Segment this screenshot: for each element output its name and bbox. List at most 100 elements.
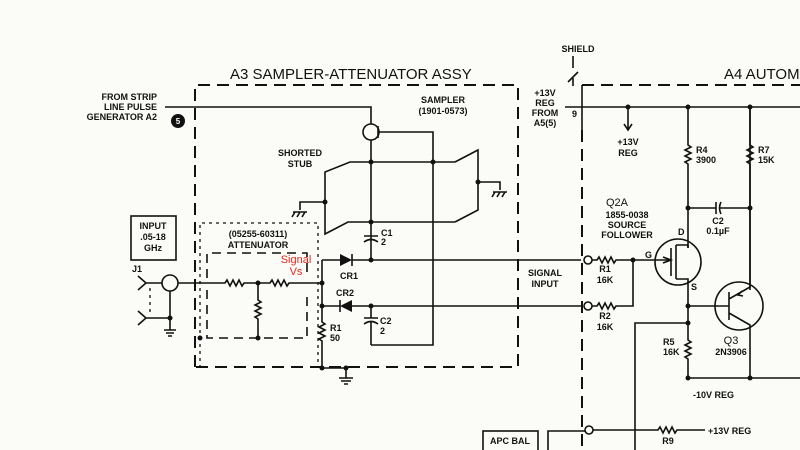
q3-transistor-symbol: [728, 107, 751, 378]
r2-16k-label: R2: [599, 311, 611, 321]
a4-boundary: [581, 84, 800, 450]
pin-9-label: 9: [572, 109, 577, 119]
signal-annotation: Signal: [281, 254, 312, 266]
a3-boundary: [194, 84, 519, 368]
sampler-loop: [371, 126, 434, 346]
q3-label: Q3: [724, 335, 739, 347]
input-box-label: INPUT: [140, 221, 168, 231]
svg-text:FROM STRIP: FROM STRIP: [102, 92, 158, 102]
svg-text:1855-0038: 1855-0038: [605, 210, 648, 220]
stub-label: SHORTED: [278, 148, 323, 158]
r1-50-label: R1: [330, 323, 342, 333]
source-marker-label: 5: [176, 117, 181, 126]
svg-text:2: 2: [380, 326, 385, 336]
svg-text:15K: 15K: [758, 155, 775, 165]
j1-label: J1: [132, 264, 142, 274]
svg-text:STUB: STUB: [288, 159, 313, 169]
svg-text:INPUT: INPUT: [532, 279, 560, 289]
c2-0-1uf-capacitor: [688, 201, 750, 215]
q2a-fet: [654, 238, 702, 286]
j1-coax-connector[interactable]: [161, 274, 179, 292]
r9-terminal[interactable]: [584, 425, 594, 435]
a4-title: A4 AUTOM: [724, 66, 800, 83]
svg-text:FROM: FROM: [532, 108, 559, 118]
svg-text:16K: 16K: [597, 275, 614, 285]
r1-16k-label: R1: [599, 264, 611, 274]
shorted-stub: [324, 148, 479, 236]
supply-from-label: +13V REG FROM A5(5): [532, 88, 559, 128]
attenuator-part: (05255-60311): [229, 229, 288, 239]
apc-bal-label: APC BAL: [490, 436, 531, 446]
source-marker: [171, 114, 185, 128]
svg-text:REG: REG: [535, 98, 555, 108]
svg-text:0.1µF: 0.1µF: [706, 226, 730, 236]
attenuator-label: ATTENUATOR: [228, 240, 289, 250]
q2a-fet-symbol: [633, 244, 689, 285]
c2-0-1uf-label: C2: [712, 216, 724, 226]
r1-16k-resistor: [592, 255, 633, 265]
r9-label: R9: [662, 436, 674, 446]
ground-icon: [291, 201, 325, 218]
svg-text:LINE PULSE: LINE PULSE: [104, 102, 157, 112]
cr1-label: CR1: [340, 271, 358, 281]
pin-s-label: S: [691, 282, 697, 292]
signal-annotation-vs: Vs: [290, 266, 303, 278]
attenuator-boundary: [199, 222, 319, 368]
svg-text:3900: 3900: [696, 155, 716, 165]
ground-icon: [478, 181, 507, 198]
reg13-arrow: [623, 107, 633, 132]
svg-text:SOURCE: SOURCE: [608, 220, 647, 230]
r1-50-resistor: [317, 260, 347, 378]
neg10-reg-label: -10V REG: [693, 390, 734, 400]
input-line: [137, 275, 322, 291]
source-net: [634, 285, 800, 450]
apc-bal-box: [482, 430, 539, 450]
input-box-range: .05-18: [140, 232, 166, 242]
r2-16k-resistor: [592, 260, 634, 311]
reg13-bottom-label: +13V REG: [708, 426, 751, 436]
junction-dots: [167, 159, 481, 371]
svg-text:16K: 16K: [597, 322, 614, 332]
svg-text:2: 2: [381, 237, 386, 247]
q3-transistor: [714, 281, 764, 331]
r2-terminal[interactable]: [583, 301, 593, 311]
reg13-label: +13V: [617, 137, 638, 147]
cr2-label: CR2: [336, 288, 354, 298]
signal-input-label: SIGNAL: [528, 268, 563, 278]
source-label: FROM STRIP LINE PULSE GENERATOR A2: [87, 92, 157, 122]
svg-text:GENERATOR A2: GENERATOR A2: [87, 112, 157, 122]
c1-label: C1: [381, 228, 393, 238]
input-box-unit: GHz: [144, 243, 163, 253]
c2-capacitor: [363, 306, 379, 345]
svg-text:50: 50: [330, 333, 340, 343]
j1-ground: [137, 291, 176, 337]
r5-label: R5: [663, 337, 675, 347]
apc-bal-connector: [547, 430, 585, 450]
r1-terminal[interactable]: [583, 255, 593, 265]
pin-g-label: G: [645, 250, 652, 260]
r4-resistor: [683, 107, 693, 248]
svg-text:+13V: +13V: [534, 88, 555, 98]
svg-text:16K: 16K: [663, 347, 680, 357]
svg-text:FOLLOWER: FOLLOWER: [601, 230, 653, 240]
input-box: [130, 215, 177, 261]
cr1-diode: [340, 254, 352, 266]
shunt-resistor: [253, 283, 263, 338]
sampler-gate-symbol: [362, 123, 380, 141]
shield-marker: [567, 56, 579, 86]
pin-d-label: D: [678, 227, 685, 237]
r4-label: R4: [696, 145, 708, 155]
r9-resistor: [593, 425, 705, 435]
c2-label: C2: [380, 316, 392, 326]
r7-label: R7: [758, 145, 770, 155]
junction-dots-a4: [625, 104, 753, 381]
ground-icon: [339, 377, 353, 385]
svg-text:A5(5): A5(5): [534, 118, 557, 128]
cr2-diode: [340, 300, 352, 312]
sampler-label: SAMPLER: [421, 95, 466, 105]
q2a-label: Q2A 1855-0038 SOURCE FOLLOWER: [601, 197, 653, 240]
svg-text:REG: REG: [618, 148, 638, 158]
svg-text:2N3906: 2N3906: [715, 347, 747, 357]
attenuator-inner: [206, 252, 308, 339]
sampler-part: (1901-0573): [418, 106, 467, 116]
